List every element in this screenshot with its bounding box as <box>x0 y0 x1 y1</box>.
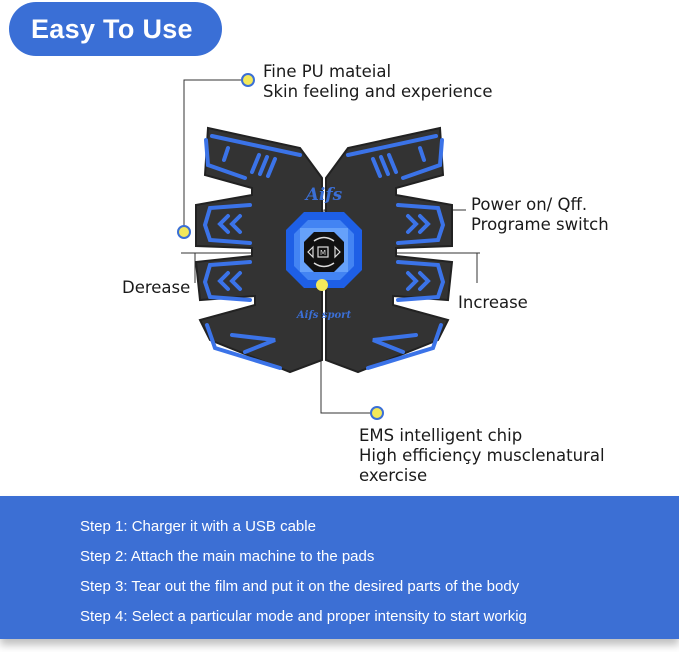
ems-pad-illustration: M Aifs Aifs sport <box>177 73 480 420</box>
power-arc-icon <box>313 236 335 242</box>
callout-decrease: Derease <box>122 278 191 297</box>
increase-arrow-icon <box>334 245 341 259</box>
callout-power-line2: Programe switch <box>471 215 609 234</box>
steps-panel: Step 1: Charger it with a USB cable Step… <box>0 496 679 639</box>
step-4: Step 4: Select a particular mode and pro… <box>80 608 527 625</box>
brand-logo-bottom: Aifs sport <box>296 310 352 321</box>
ems-pad: M Aifs Aifs sport <box>194 126 454 374</box>
decrease-arrow-icon <box>307 245 314 259</box>
callout-chip-line1: EMS intelligent chip <box>359 426 523 445</box>
callout-material-line2: Skin feeling and experience <box>263 82 493 101</box>
easy-to-use-title: Easy To Use <box>9 2 222 56</box>
callout-chip-line2: High efficiençy musclenatural <box>359 446 605 465</box>
step-2: Step 2: Attach the main machine to the p… <box>80 548 375 565</box>
callout-dots <box>177 73 384 420</box>
brand-logo-top: Aifs <box>304 185 343 205</box>
mode-button-icon <box>317 246 329 258</box>
step-1: Step 1: Charger it with a USB cable <box>80 518 316 535</box>
callout-power-line1: Power on/ Qff. <box>471 195 588 214</box>
callout-material-line1: Fine PU mateial <box>263 62 392 81</box>
callout-increase: Increase <box>458 293 528 312</box>
svg-text:M: M <box>320 249 326 257</box>
callout-chip-line3: exercise <box>359 466 428 485</box>
step-3: Step 3: Tear out the film and put it on … <box>80 578 520 595</box>
